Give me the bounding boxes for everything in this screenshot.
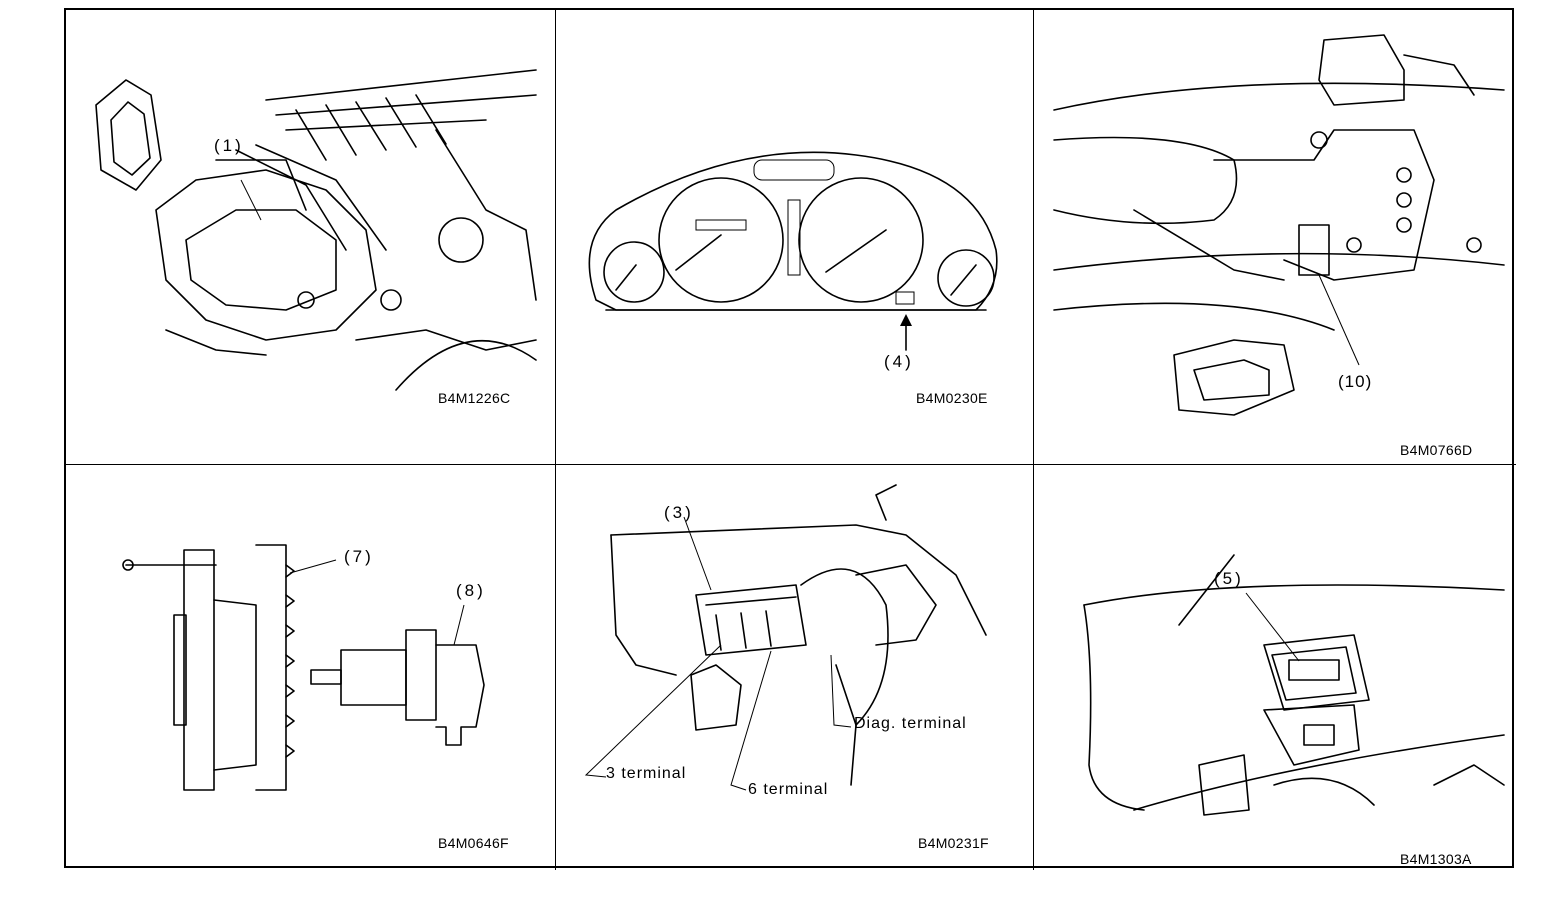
- diag-terminal-label: Diag. terminal: [854, 715, 967, 732]
- callout-3: (3): [664, 503, 694, 522]
- diagnosis-connector-illustration: [584, 484, 987, 791]
- instrument-cluster-illustration: [588, 151, 998, 351]
- panel-instrument-cluster: (4) B4M0230E: [556, 10, 1034, 465]
- sensor-rotor-illustration: [122, 544, 485, 791]
- callout-10: (10): [1338, 372, 1373, 391]
- terminal-3-label: 3 terminal: [606, 765, 687, 782]
- panel-engine-bay: (1) B4M1226C: [66, 10, 556, 465]
- figure-code: B4M0646F: [438, 835, 509, 851]
- callout-7: (7): [344, 547, 374, 566]
- panel-diagnosis-connector: (3) Diag. terminal 3 terminal 6 terminal…: [556, 465, 1034, 870]
- figure-code: B4M0230E: [916, 390, 988, 406]
- dash-lower-illustration: [1083, 554, 1505, 816]
- callout-8: (8): [456, 581, 486, 600]
- figure-code: B4M0231F: [918, 835, 989, 851]
- callout-4: (4): [884, 352, 914, 371]
- panel-dash-lower: (5) B4M1303A: [1034, 465, 1516, 870]
- figure-code: B4M1303A: [1400, 851, 1472, 867]
- callout-5: (5): [1214, 569, 1244, 588]
- terminal-6-label: 6 terminal: [748, 781, 829, 798]
- panel-under-dash-connector: (10) B4M0766D: [1034, 10, 1516, 465]
- under-dash-illustration: [1053, 34, 1505, 416]
- callout-1: (1): [214, 136, 244, 155]
- panel-sensor-rotor: (7) (8) B4M0646F: [66, 465, 556, 870]
- figure-code: B4M1226C: [438, 390, 511, 406]
- figure-code: B4M0766D: [1400, 442, 1473, 458]
- engine-bay-illustration: [95, 69, 537, 391]
- diagram-sheet: (1) B4M1226C (4) B4M0230E: [64, 8, 1516, 870]
